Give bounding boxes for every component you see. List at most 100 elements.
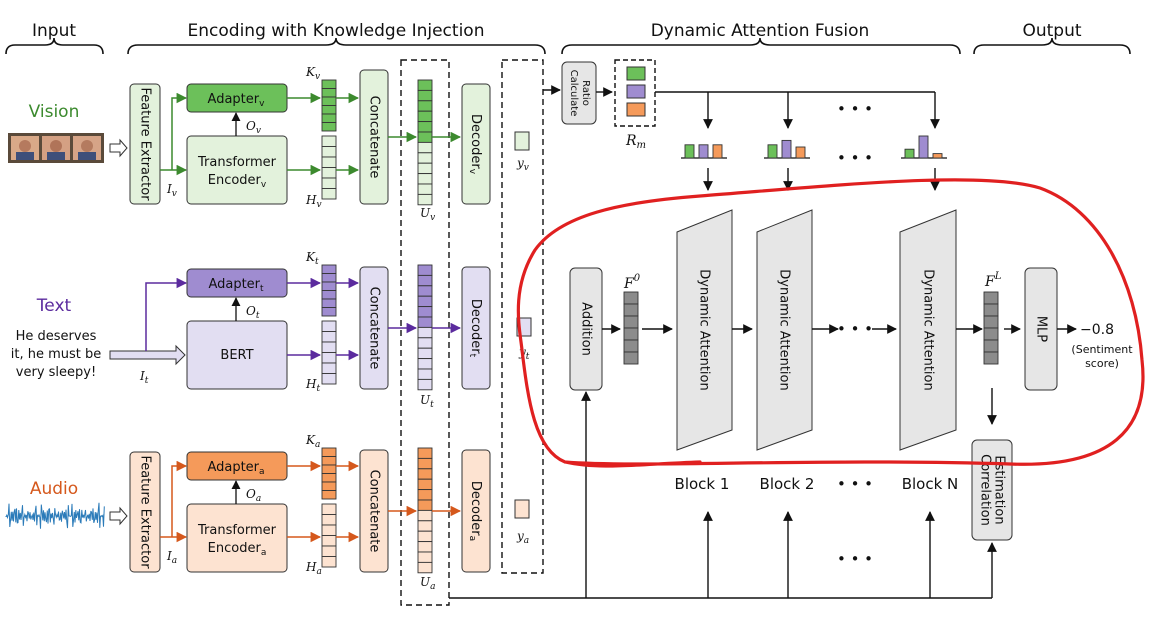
text-k-cell	[321, 281, 337, 291]
vision-u-cell	[417, 141, 433, 154]
text-u-cell	[417, 264, 433, 276]
text-u-vector	[417, 264, 433, 391]
fl-cell	[983, 327, 999, 341]
ratio-bar-groups	[681, 135, 947, 159]
audio-feature-extractor	[129, 451, 161, 573]
addition-label: Addition	[579, 302, 594, 356]
audio-waveform-image	[5, 502, 105, 529]
fl-cell	[983, 291, 999, 305]
audio-output-y	[514, 499, 530, 519]
f0-cell	[623, 327, 639, 341]
header-encoding: Encoding with Knowledge Injection	[188, 21, 485, 41]
vision-h-cell	[321, 167, 337, 179]
audio-u-vector	[417, 447, 433, 574]
vision-k-cell	[321, 96, 337, 106]
text-k-cell	[321, 307, 337, 317]
audio-u-cell	[417, 447, 433, 459]
correlation-label-1: Correlation	[978, 454, 993, 526]
audio-adapter-label: Adaptera	[207, 460, 264, 477]
vision-k-vector	[321, 79, 337, 132]
symbol-ia: Ia	[166, 549, 177, 566]
text-adapter-label: Adaptert	[208, 277, 264, 294]
audio-u-cell	[417, 530, 433, 543]
audio-transformer-encoder	[186, 503, 288, 573]
text-input-arrow	[109, 344, 186, 366]
text-h-cell	[321, 373, 337, 385]
f0-cell	[623, 303, 639, 317]
symbol-ya: ya	[516, 529, 529, 546]
audio-h-cell	[321, 545, 337, 557]
audio-input-arrow	[109, 506, 128, 526]
text-u-cell	[417, 274, 433, 287]
vision-u-cell	[417, 173, 433, 185]
symbol-iv: Iv	[166, 182, 177, 199]
header-fusion: Dynamic Attention Fusion	[651, 21, 870, 41]
ratio-bar	[932, 153, 943, 159]
text-u-cell	[417, 347, 433, 360]
audio-transformer-label: Transformer	[197, 523, 277, 538]
audio-k-cell	[321, 447, 337, 457]
vision-u-cell	[417, 152, 433, 164]
f0-vector	[623, 291, 639, 365]
video-frames-image	[8, 133, 104, 163]
audio-h-cell	[321, 535, 337, 547]
audio-k-cell	[321, 456, 337, 466]
text-encoder-row: It Adaptert BERT Ot Kt Ht Concatenate Ut…	[109, 250, 532, 410]
ratio-rm-dashed-box	[614, 59, 656, 127]
audio-concatenate-label: Concatenate	[367, 470, 382, 553]
vision-k-cell	[321, 105, 337, 115]
symbol-hv: Hv	[305, 193, 322, 210]
f0-cell	[623, 339, 639, 353]
audio-u-cell	[417, 489, 433, 501]
text-example-line-3: very sleepy!	[16, 365, 96, 380]
dynamic-attention-label-2: Dynamic Attention	[777, 269, 792, 390]
audio-decoder-label: Decodera	[468, 481, 484, 541]
vision-k-cell	[321, 79, 337, 89]
ellipsis-ratio: • • •	[837, 149, 873, 167]
audio-u-cell	[417, 468, 433, 480]
ratio-bar	[698, 144, 709, 159]
output-caption-1: (Sentiment	[1071, 343, 1133, 356]
audio-u-cell	[417, 457, 433, 470]
audio-h-cell	[321, 556, 337, 568]
symbol-ut: Ut	[420, 393, 434, 410]
vision-label: Vision	[29, 102, 80, 122]
vision-u-cell	[417, 89, 433, 102]
vision-transformer-label: Transformer	[197, 155, 277, 170]
audio-k-vector	[321, 447, 337, 500]
vision-concatenate-label: Concatenate	[367, 96, 382, 179]
text-u-cell	[417, 326, 433, 339]
vision-k-cell	[321, 88, 337, 98]
symbol-ka: Ka	[305, 433, 320, 450]
text-h-cell	[321, 362, 337, 374]
correlation-label-2: Estimation	[992, 455, 1007, 524]
vision-h-cell	[321, 177, 337, 189]
ratio-bar	[684, 144, 695, 159]
text-k-cell	[321, 273, 337, 283]
vision-feature-extractor-label: Feature Extractor	[138, 87, 153, 201]
output-value: −0.8	[1080, 322, 1114, 338]
audio-decoder	[461, 449, 491, 573]
text-u-cell	[417, 378, 433, 391]
audio-k-cell	[321, 473, 337, 483]
symbol-ha: Ha	[305, 560, 322, 577]
dynamic-attention-block-1	[676, 209, 733, 451]
symbol-ot: Ot	[246, 304, 260, 321]
vision-encoder-label: Encoderv	[208, 173, 267, 190]
ellipsis-blocks: • • •	[837, 475, 873, 493]
audio-h-cell	[321, 524, 337, 536]
text-concatenate-label: Concatenate	[367, 287, 382, 370]
brace-encoding	[127, 37, 546, 55]
symbol-oa: Oa	[246, 487, 261, 504]
input-column: Vision Text He deserves it, he must be v…	[5, 102, 128, 529]
text-h-cell	[321, 331, 337, 343]
audio-k-cell	[321, 490, 337, 500]
text-decoder-label: Decodert	[468, 299, 484, 358]
text-h-cell	[321, 341, 337, 353]
ratio-bar	[795, 146, 806, 159]
header-output: Output	[1022, 21, 1081, 41]
audio-k-cell	[321, 464, 337, 474]
vision-u-cell	[417, 193, 433, 206]
text-u-cell	[417, 358, 433, 370]
